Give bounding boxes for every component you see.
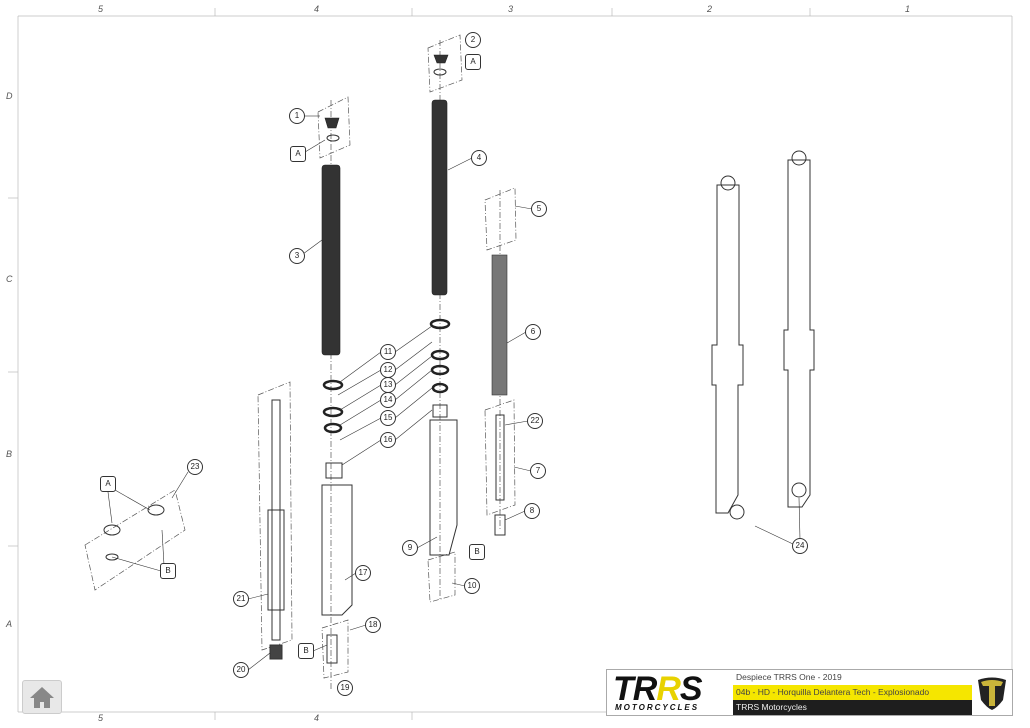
zone-row-label: A xyxy=(6,619,13,629)
shield-icon xyxy=(978,677,1006,710)
part-callout: 18 xyxy=(365,617,381,633)
part-callout: 16 xyxy=(380,432,396,448)
part-callout: 23 xyxy=(187,459,203,475)
part-callout: 5 xyxy=(531,201,547,217)
zone-col-label: 5 xyxy=(98,4,104,14)
zone-row-label: B xyxy=(6,449,13,459)
part-callout: A xyxy=(465,54,481,70)
part-callout: 20 xyxy=(233,662,249,678)
part-callout: B xyxy=(160,563,176,579)
trrs-logo: TRRS MOTORCYCLES xyxy=(607,670,732,715)
part-callout: 4 xyxy=(471,150,487,166)
zone-col-label: 2 xyxy=(707,4,713,14)
zone-col-label: 5 xyxy=(98,713,104,723)
part-callout: 22 xyxy=(527,413,543,429)
drawing-title: 04b - HD - Horquilla Delantera Tech - Ex… xyxy=(733,685,972,700)
zone-row-label: C xyxy=(6,274,13,284)
part-callout: 8 xyxy=(524,503,540,519)
part-callout: 24 xyxy=(792,538,808,554)
part-callout: 3 xyxy=(289,248,305,264)
part-callout: 2 xyxy=(465,32,481,48)
zone-col-label: 1 xyxy=(905,4,911,14)
part-callout: 11 xyxy=(380,344,396,360)
part-callout: 13 xyxy=(380,377,396,393)
drawing-set-title: Despiece TRRS One - 2019 xyxy=(736,672,842,682)
part-callout: 17 xyxy=(355,565,371,581)
home-button[interactable] xyxy=(22,680,62,714)
zone-row-label: D xyxy=(6,91,13,101)
part-callout: A xyxy=(100,476,116,492)
part-callout: 15 xyxy=(380,410,396,426)
part-callout: 1 xyxy=(289,108,305,124)
part-callout: 19 xyxy=(337,680,353,696)
part-callout: 21 xyxy=(233,591,249,607)
part-callout: B xyxy=(469,544,485,560)
sheet-frame xyxy=(8,8,1013,720)
part-callout: 10 xyxy=(464,578,480,594)
part-callout: B xyxy=(298,643,314,659)
company-name: TRRS Motorcycles xyxy=(733,700,972,715)
logo-text: TR xyxy=(613,670,657,708)
zone-col-label: 4 xyxy=(314,713,320,723)
trrs-shield-logo xyxy=(972,669,1013,716)
zone-col-label: 3 xyxy=(508,4,514,14)
part-callout: 14 xyxy=(380,392,396,408)
part-callout: 7 xyxy=(530,463,546,479)
part-callout: 12 xyxy=(380,362,396,378)
part-callout: A xyxy=(290,146,306,162)
logo-subtext: MOTORCYCLES xyxy=(615,703,700,712)
logo-text: S xyxy=(679,670,703,708)
logo-text-accent: R xyxy=(656,670,681,708)
zone-col-label: 4 xyxy=(314,4,320,14)
title-block: TRRS MOTORCYCLES Despiece TRRS One - 201… xyxy=(606,669,973,716)
home-icon xyxy=(30,687,54,708)
spring xyxy=(491,254,508,396)
part-callout: 6 xyxy=(525,324,541,340)
part-callout: 9 xyxy=(402,540,418,556)
